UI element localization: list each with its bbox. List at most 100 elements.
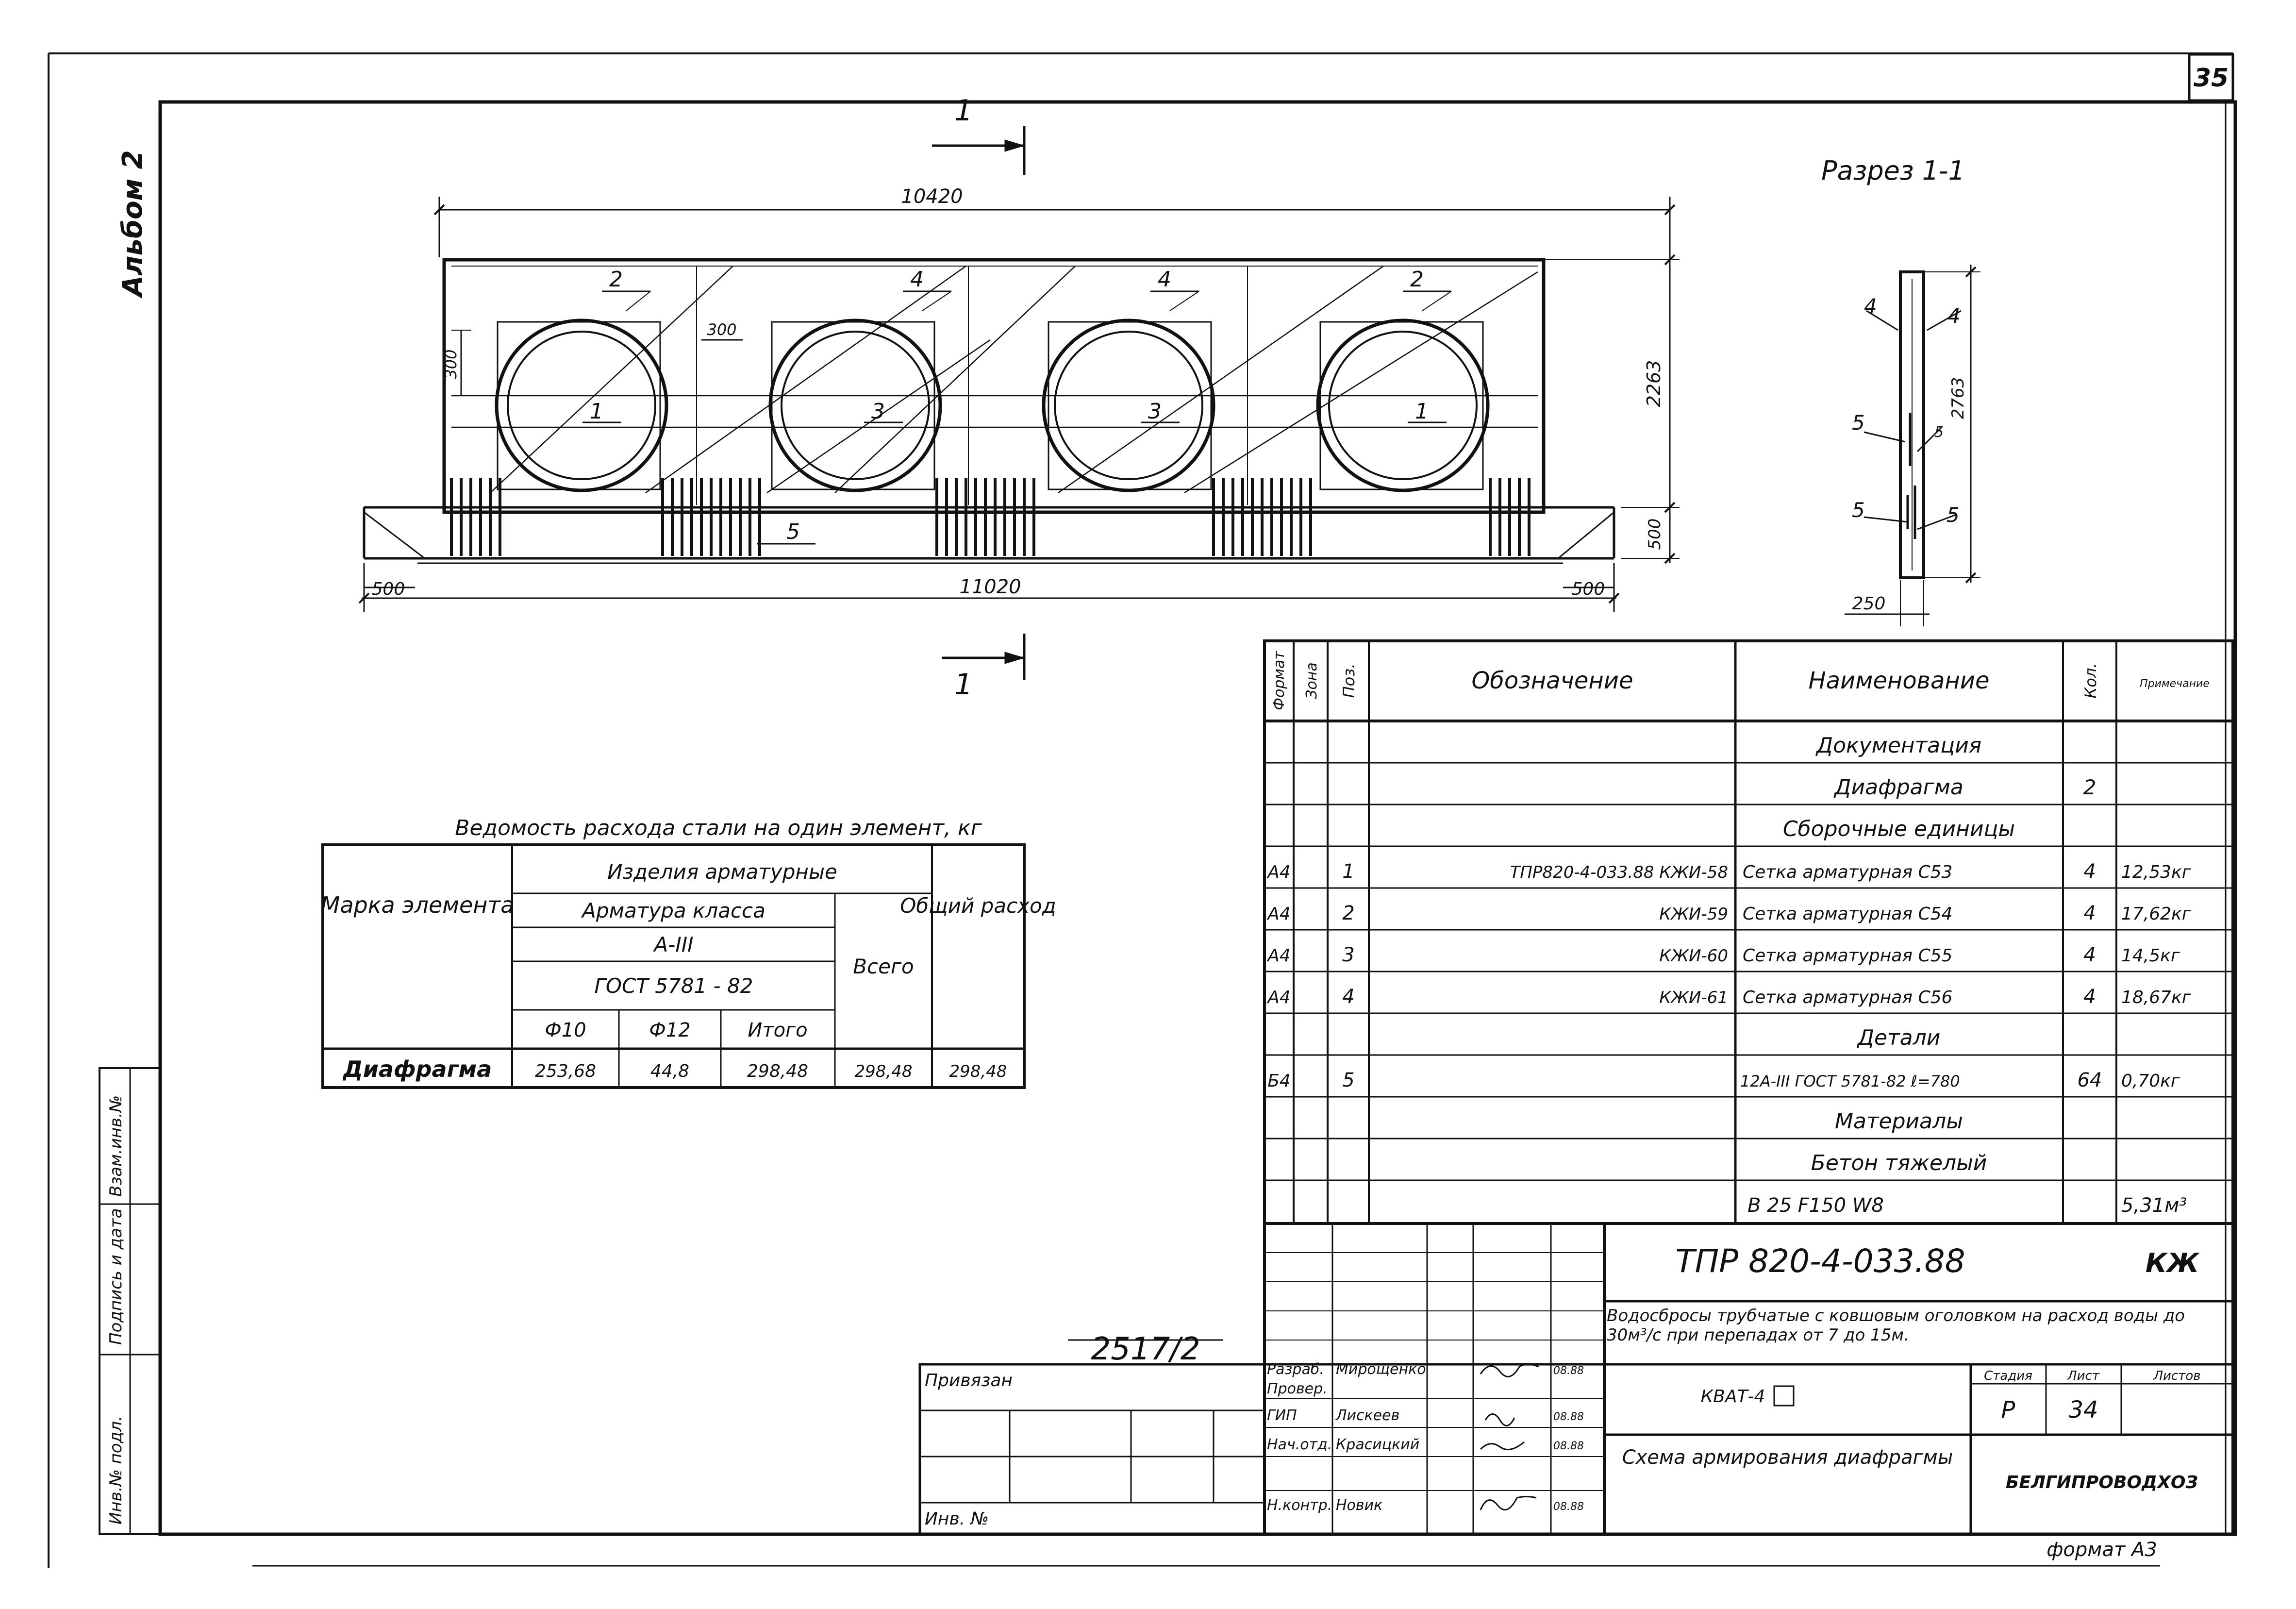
spec-cell-qty: 4 — [2083, 944, 2096, 966]
steel-cell: Диафрагма — [342, 1056, 492, 1082]
spec-cell-name: Сборочные единицы — [1783, 817, 2015, 841]
steel-header-total: Всего — [853, 955, 914, 978]
page-number-box — [2188, 53, 2234, 102]
handwritten-number: 2517/2 — [1091, 1331, 1200, 1367]
spec-rows: Документация Диафрагма 2 Сборочные едини… — [1266, 733, 2192, 1217]
dim-left-offset: 500 — [372, 579, 405, 599]
spec-header: Кол. — [2081, 663, 2100, 699]
role-label: Разраб. — [1267, 1361, 1324, 1378]
album-label: Альбом 2 — [117, 150, 149, 299]
roles: Разраб. Мирощенко 08.88 Провер. ГИП Лиск… — [1267, 1361, 1584, 1514]
spec-cell-note: 18,67кг — [2121, 988, 2192, 1007]
dim-bottom-length: 11020 — [959, 576, 1021, 598]
inv-no-label: Инв. № — [925, 1509, 989, 1529]
dim-height: 2263 — [1643, 360, 1664, 407]
section-label: 5 — [1947, 503, 1960, 527]
stamp-inv-orig: Инв.№ подл. — [106, 1416, 126, 1525]
stamp-replaced-inv: Взам.инв.№ — [106, 1095, 126, 1197]
spec-cell-qty: 2 — [2083, 775, 2096, 799]
drawing-mark: КЖ — [2146, 1248, 2200, 1278]
spec-cell-qty: 4 — [2083, 902, 2096, 924]
section-marker-top: 1 — [954, 94, 973, 128]
spec-cell-name: Детали — [1857, 1025, 1941, 1050]
stage-value: Р — [2001, 1396, 2015, 1424]
steel-header-grade: А-III — [652, 933, 693, 956]
steel-cell: 44,8 — [650, 1061, 689, 1081]
pos-label: 5 — [786, 520, 800, 544]
dim-base-height: 500 — [1645, 519, 1664, 550]
signature-marks — [1480, 1363, 1539, 1510]
spec-cell-note: 14,5кг — [2121, 946, 2180, 966]
section-width: 250 — [1852, 594, 1886, 614]
section-label: 4 — [1947, 304, 1961, 328]
section-label: 5 — [1852, 411, 1865, 435]
steel-cell: 298,48 — [747, 1061, 808, 1081]
pos-label: 4 — [1158, 267, 1171, 292]
spec-cell-designation: КЖИ-59 — [1659, 905, 1728, 924]
steel-cell: 298,48 — [949, 1062, 1007, 1081]
spec-cell-name: Сетка арматурная С55 — [1743, 946, 1952, 966]
steel-header-products: Изделия арматурные — [607, 860, 837, 884]
drawing-name-wrap: Схема армирования диафрагмы — [1622, 1446, 1953, 1469]
dim-300-mid: 300 — [707, 320, 736, 339]
spec-cell-qty: 4 — [2083, 986, 2096, 1008]
steel-cell: 253,68 — [535, 1061, 596, 1081]
sheet-value: 34 — [2068, 1396, 2098, 1424]
spec-header: Формат — [1271, 651, 1288, 710]
object-code: КВАТ-4 — [1701, 1387, 1765, 1407]
project-code: ТПР 820-4-033.88 — [1675, 1242, 1965, 1280]
spec-cell-note: 5,31м³ — [2121, 1194, 2187, 1217]
spec-cell-name: Диафрагма — [1833, 775, 1963, 800]
spec-table — [1263, 639, 2234, 1225]
role-label: Провер. — [1267, 1380, 1328, 1397]
section-label: 4 — [1864, 294, 1877, 318]
spec-cell-name: Сетка арматурная С53 — [1743, 862, 1952, 882]
tie-block — [918, 1339, 1266, 1536]
organization: БЕЛГИПРОВОДХОЗ — [2006, 1473, 2198, 1492]
steel-header-overall: Общий расход — [900, 894, 1056, 918]
spec-cell-format: Б4 — [1267, 1071, 1291, 1091]
spec-cell-name: 12А-III ГОСТ 5781-82 ℓ=780 — [1740, 1072, 1960, 1090]
spec-cell-designation: КЖИ-61 — [1659, 988, 1728, 1007]
role-date: 08.88 — [1553, 1440, 1584, 1452]
pos-label: 1 — [1415, 399, 1429, 424]
pos-label: 2 — [1410, 267, 1424, 292]
spec-cell-format: А4 — [1266, 904, 1291, 924]
spec-cell-format: А4 — [1266, 946, 1291, 966]
dim-top-length: 10420 — [901, 185, 963, 208]
project-description: Водосбросы трубчатые с ковшовым оголовко… — [1607, 1306, 2185, 1345]
role-label: ГИП — [1267, 1407, 1297, 1424]
steel-header-class: Арматура класса — [581, 899, 765, 922]
stage-header: Стадия — [1984, 1369, 2032, 1383]
section-marker-bottom: 1 — [954, 668, 973, 702]
pos-label: 3 — [871, 399, 885, 424]
description-wrap: Водосбросы трубчатые с ковшовым оголовко… — [1607, 1306, 2185, 1345]
side-stamp: Инв.№ подл. Подпись и дата Взам.инв.№ — [99, 1067, 161, 1535]
steel-header-mark: Марка элемента — [321, 892, 515, 918]
steel-cell: 298,48 — [855, 1062, 913, 1081]
spec-cell-qty: 64 — [2078, 1069, 2102, 1091]
tied-label: Привязан — [925, 1371, 1013, 1391]
steel-header-gost: ГОСТ 5781 - 82 — [595, 974, 753, 998]
role-label: Нач.отд. — [1267, 1436, 1332, 1453]
sheets-header: Листов — [2153, 1369, 2200, 1383]
spec-cell-note: 17,62кг — [2121, 904, 2192, 924]
spec-cell-name: Сетка арматурная С56 — [1743, 988, 1952, 1007]
spec-header: Поз. — [1340, 664, 1358, 698]
page-number: 35 — [2194, 64, 2229, 93]
role-name: Мирощенко — [1336, 1361, 1426, 1378]
section-label: 5 — [1934, 424, 1944, 441]
stamp-signature-date: Подпись и дата — [106, 1208, 126, 1345]
spec-cell-note: 0,70кг — [2121, 1071, 2180, 1091]
spec-cell-pos: 1 — [1342, 860, 1354, 883]
spec-header: Зона — [1303, 662, 1320, 699]
steel-table-title: Ведомость расхода стали на один элемент,… — [455, 816, 982, 840]
spec-cell-format: А4 — [1266, 862, 1291, 882]
steel-table — [321, 843, 1026, 1089]
pos-label: 1 — [590, 399, 603, 424]
spec-cell-pos: 3 — [1342, 944, 1354, 966]
section-label: 5 — [1852, 498, 1865, 522]
spec-cell-name: Документация — [1815, 733, 1982, 758]
role-date: 08.88 — [1553, 1411, 1584, 1423]
role-date: 08.88 — [1553, 1365, 1584, 1377]
